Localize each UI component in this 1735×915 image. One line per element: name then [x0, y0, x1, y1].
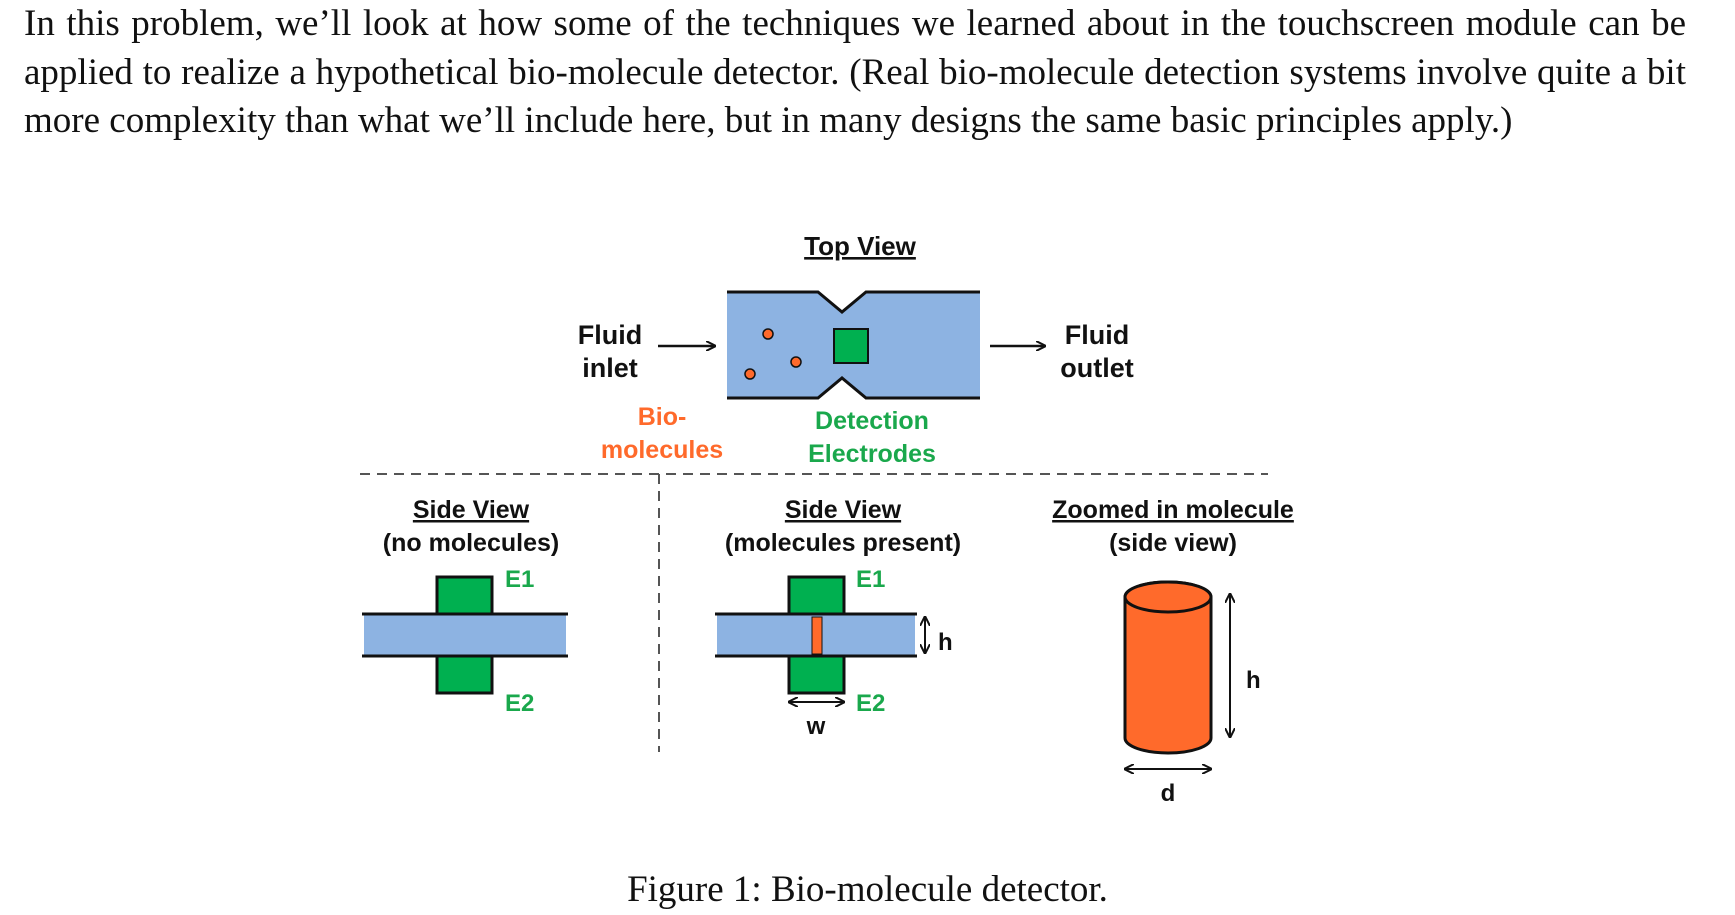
detection-electrodes-label-line1: Detection — [815, 407, 929, 435]
side-view-present-molecule — [811, 616, 823, 655]
side-view-empty-electrode-e1 — [435, 575, 494, 616]
fluid-outlet-label-line2: outlet — [1060, 353, 1134, 383]
side-view-empty-e2-label: E2 — [505, 690, 534, 717]
side-view-present-electrode-e2 — [787, 654, 846, 695]
figure-caption: Figure 1: Bio-molecule detector. — [627, 869, 1108, 910]
side-view-present-title: Side View — [785, 496, 902, 524]
side-view-empty-e1-label: E1 — [505, 566, 534, 593]
side-view-present-h-label: h — [938, 629, 953, 656]
zoomed-d-label: d — [1161, 780, 1176, 807]
top-view-channel-top-wall — [727, 290, 980, 314]
biomolecules-label-line2: molecules — [601, 436, 723, 464]
fluid-inlet-label-line2: inlet — [582, 353, 638, 383]
problem-paragraph: In this problem, we’ll look at how some … — [24, 3, 1686, 141]
side-view-present-w-label: w — [806, 713, 826, 740]
zoomed-subtitle: (side view) — [1109, 529, 1237, 557]
side-view-empty-electrode-e2 — [435, 654, 494, 695]
biomolecule-dot — [762, 328, 774, 340]
top-view-detection-electrode — [833, 328, 869, 364]
top-view-channel-bottom-wall — [727, 376, 980, 400]
biomolecules-label-line1: Bio- — [638, 403, 687, 431]
detection-electrodes-label-line2: Electrodes — [808, 440, 936, 468]
biomolecule-dot — [744, 368, 756, 380]
side-view-present-e1-label: E1 — [856, 566, 885, 593]
top-view-title: Top View — [804, 231, 916, 261]
side-view-present-electrode-e1 — [787, 575, 846, 616]
zoomed-molecule-cylinder-top — [1123, 580, 1213, 614]
side-view-present-e2-label: E2 — [856, 690, 885, 717]
fluid-outlet-label-line1: Fluid — [1065, 320, 1129, 350]
biomolecule-dot — [790, 356, 802, 368]
side-view-empty-channel — [364, 615, 566, 655]
side-view-empty-title: Side View — [413, 496, 530, 524]
side-view-empty-subtitle: (no molecules) — [383, 529, 559, 557]
side-view-present-subtitle: (molecules present) — [725, 529, 961, 557]
zoomed-h-label: h — [1246, 667, 1261, 694]
zoomed-title: Zoomed in molecule — [1052, 496, 1294, 524]
fluid-inlet-label-line1: Fluid — [578, 320, 642, 350]
